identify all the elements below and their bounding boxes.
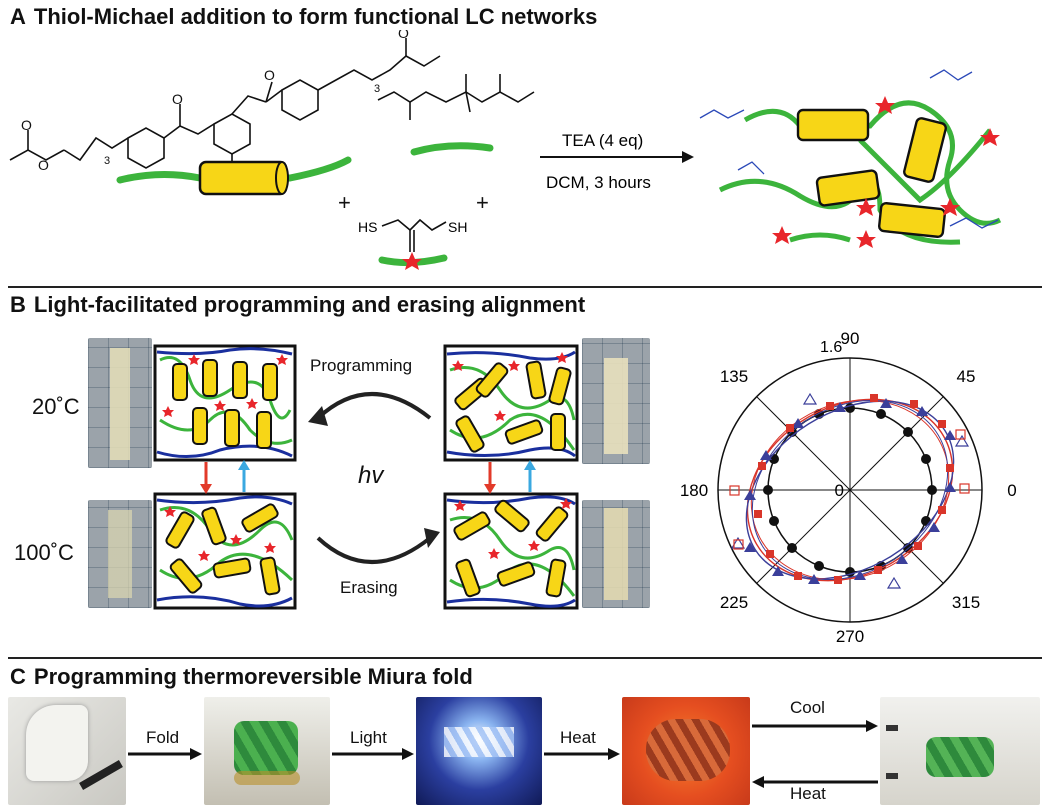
aligned-points-purple-triangles <box>744 398 956 584</box>
mesogen-monomer-structure <box>9 38 441 172</box>
network-box-isotropic-20c-right <box>443 344 579 462</box>
condition-top: TEA (4 eq) <box>562 131 643 150</box>
polar-angle-270: 270 <box>836 627 864 646</box>
sample-photo-20c-left <box>88 338 152 468</box>
hs-label: HS <box>358 219 377 235</box>
polar-angle-90: 90 <box>841 330 860 348</box>
sample-photo-100c-right <box>582 500 650 608</box>
hv-label: hv <box>358 462 384 489</box>
polar-center-label: 0 <box>835 481 844 500</box>
polar-angle-0: 0 <box>1007 481 1016 500</box>
sample-photo-100c-left <box>88 500 152 608</box>
dithiol-structure <box>381 218 447 252</box>
temp-label-20c: 20˚C <box>32 394 80 419</box>
sh-label: SH <box>448 219 467 235</box>
photo-flat-film <box>8 697 126 805</box>
temp-label-100c: 100˚C <box>14 540 74 565</box>
programming-arrow <box>316 392 432 420</box>
red-thiol-star <box>402 252 422 270</box>
panel-b-network-schematics <box>153 344 579 610</box>
heat-back-label: Heat <box>790 784 826 803</box>
polar-rmax-label: 1.6 <box>820 339 842 356</box>
o-label-5: O <box>264 67 275 83</box>
aligned-points-red-squares <box>754 394 954 584</box>
polar-angle-225: 225 <box>720 593 748 612</box>
diacrylate-crosslinker-structure <box>377 74 535 120</box>
photo-folded-film <box>204 697 330 805</box>
polar-angle-180: 180 <box>680 481 708 500</box>
plus-sign-2: + <box>476 190 489 215</box>
polar-spokes <box>718 358 982 622</box>
panel-c-arrows <box>128 720 878 788</box>
photo-light-exposure <box>416 697 542 805</box>
programming-label: Programming <box>310 356 413 375</box>
erasing-label: Erasing <box>340 578 398 597</box>
o-label-2: O <box>21 117 32 133</box>
aligned-trace-red <box>746 398 954 582</box>
network-box-isotropic-100c-left <box>153 492 297 610</box>
light-label: Light <box>350 728 387 747</box>
network-box-aligned-20c-left <box>153 344 297 462</box>
o-label-1: O <box>38 157 49 173</box>
o-label-3: O <box>172 91 183 107</box>
o-label-6: O <box>398 30 409 41</box>
polar-angle-315: 315 <box>952 593 980 612</box>
condition-bottom: DCM, 3 hours <box>546 173 651 192</box>
polar-plot: 0 1.6 90 45 0 315 270 225 180 135 <box>680 330 1017 646</box>
photo-heated-flat <box>622 697 750 805</box>
transition-arrows-left <box>200 460 250 494</box>
heat-label: Heat <box>560 728 596 747</box>
aligned-points-open-triangles <box>730 392 970 589</box>
transition-arrows-right <box>484 460 536 494</box>
divider-a-b <box>8 286 1042 288</box>
fold-label: Fold <box>146 728 180 747</box>
divider-b-c <box>8 657 1042 659</box>
photo-refolded-cooled <box>880 697 1040 805</box>
subscript-3-a: 3 <box>104 155 110 167</box>
erasing-arrow <box>316 536 432 564</box>
network-box-isotropic-100c-right <box>443 492 579 610</box>
panel-a-scheme: O O O O O O 3 3 + + HS SH TEA (4 eq) DCM… <box>9 30 1002 270</box>
aligned-points-open-squares <box>729 429 970 550</box>
yellow-mesogen-cylinder <box>198 160 288 196</box>
polar-angle-135: 135 <box>720 367 748 386</box>
sample-photo-20c-right <box>582 338 650 464</box>
green-diacrylate-chain <box>410 142 494 156</box>
subscript-3-b: 3 <box>374 83 380 95</box>
plus-sign-1: + <box>338 190 351 215</box>
polar-angle-45: 45 <box>957 367 976 386</box>
lc-network-product <box>699 69 1002 248</box>
aligned-trace-purple <box>745 400 955 580</box>
cool-label: Cool <box>790 698 825 717</box>
